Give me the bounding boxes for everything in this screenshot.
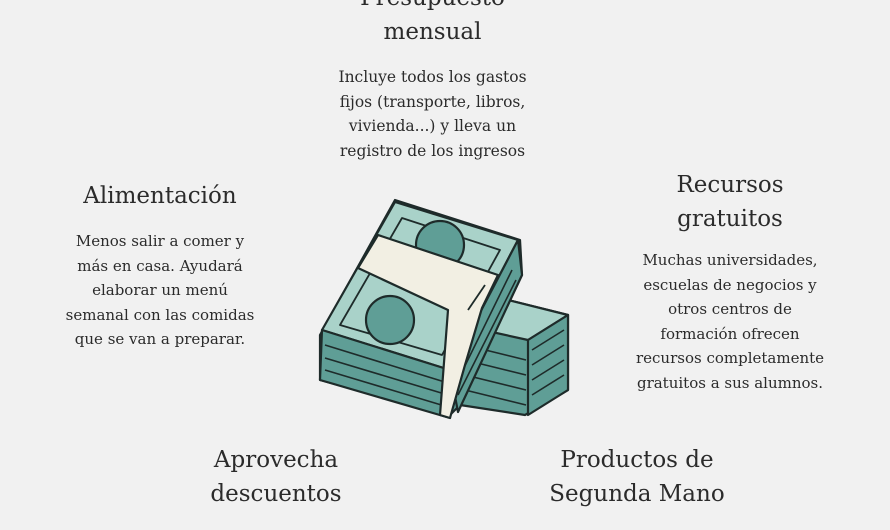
body-line: elaborar un menú bbox=[92, 281, 228, 299]
section-title: Aprovecha descuentos bbox=[156, 443, 396, 511]
title-line: descuentos bbox=[210, 481, 342, 507]
section-title: Productos de Segunda Mano bbox=[507, 443, 767, 511]
section-body: Menos salir a comer y más en casa. Ayuda… bbox=[40, 229, 280, 352]
section-title: Alimentación bbox=[40, 179, 280, 213]
body-line: semanal con las comidas bbox=[65, 305, 255, 324]
body-line: escuelas de negocios y bbox=[643, 275, 817, 294]
body-line: recursos completamente bbox=[635, 349, 825, 367]
body-line: vivienda...) y lleva un bbox=[348, 117, 517, 135]
title-line: Segunda Mano bbox=[549, 481, 725, 507]
body-line: más en casa. Ayudará bbox=[77, 256, 243, 275]
body-line: Menos salir a comer y bbox=[75, 232, 245, 250]
title-line: Aprovecha bbox=[213, 447, 339, 473]
body-line: fijos (transporte, libros, bbox=[339, 92, 526, 111]
title-line: Presupuesto bbox=[300, 0, 565, 15]
section-alimentacion: Alimentación Menos salir a comer y más e… bbox=[40, 179, 280, 352]
section-presupuesto: Presupuesto mensual Incluye todos los ga… bbox=[300, 0, 565, 163]
body-line: Muchas universidades, bbox=[642, 251, 818, 269]
body-line: formación ofrecen bbox=[660, 324, 800, 343]
title-line: gratuitos bbox=[677, 206, 783, 232]
section-title: Recursos gratuitos bbox=[605, 168, 855, 236]
section-title: Presupuesto mensual bbox=[300, 0, 565, 49]
title-line: Productos de bbox=[560, 447, 714, 473]
section-segunda-mano: Productos de Segunda Mano bbox=[507, 443, 767, 511]
body-line: registro de los ingresos bbox=[339, 141, 526, 160]
section-body: Muchas universidades, escuelas de negoci… bbox=[605, 248, 855, 395]
title-line: mensual bbox=[383, 19, 482, 45]
section-body: Incluye todos los gastos fijos (transpor… bbox=[300, 65, 565, 163]
body-line: otros centros de bbox=[668, 300, 792, 318]
title-line: Alimentación bbox=[83, 183, 237, 209]
body-line: que se van a preparar. bbox=[74, 330, 246, 348]
money-stack-icon bbox=[318, 198, 570, 420]
body-line: gratuitos a sus alumnos. bbox=[636, 373, 824, 392]
title-line: Recursos bbox=[676, 172, 784, 198]
section-descuentos: Aprovecha descuentos bbox=[156, 443, 396, 511]
section-recursos: Recursos gratuitos Muchas universidades,… bbox=[605, 168, 855, 395]
body-line: Incluye todos los gastos bbox=[338, 68, 527, 86]
money-band bbox=[356, 233, 500, 420]
